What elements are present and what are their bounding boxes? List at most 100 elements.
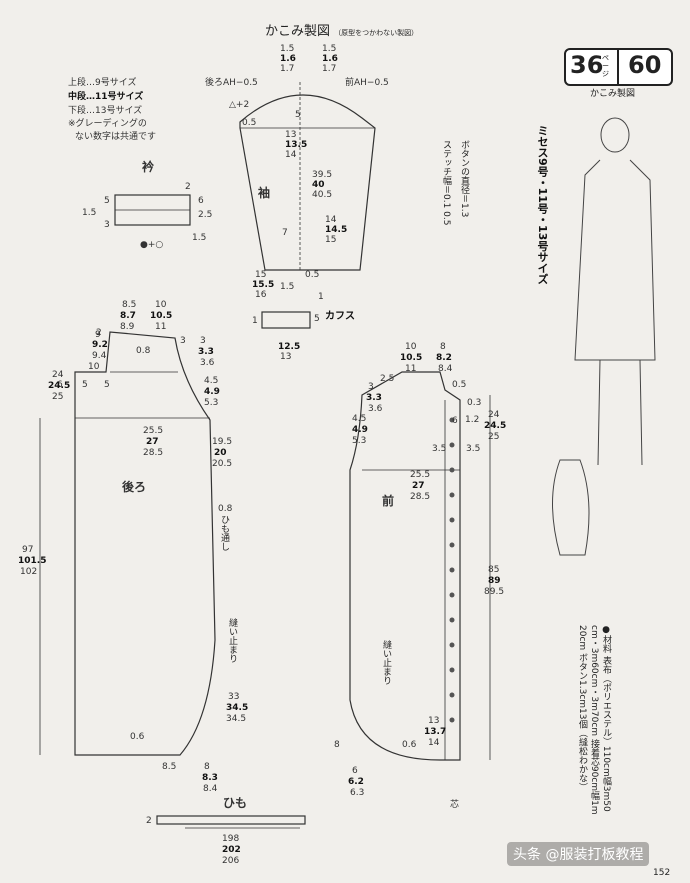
sleeve-delta: △+2 — [229, 100, 250, 110]
header-title: かこみ製図 （原型をつかわない製図） — [265, 24, 419, 39]
sleeve-misc-b: 5 — [295, 110, 301, 120]
front-hem-11: 6.2 — [348, 777, 364, 787]
front-yoke-9: 24 — [488, 410, 500, 420]
legend-2: 中段…11号サイズ — [68, 92, 144, 102]
front-hs1: 0.6 — [402, 740, 417, 750]
collar-l6: 1.5 — [192, 233, 207, 243]
front-bust-13: 28.5 — [410, 492, 431, 502]
front-s5: 1.2 — [465, 415, 480, 425]
back-len-11: 101.5 — [18, 556, 47, 566]
back-sh-w-11: 10.5 — [150, 311, 173, 321]
back-neck-w-11: 8.7 — [120, 311, 136, 321]
front-neck-w-11: 8.2 — [436, 353, 452, 363]
front-s4: 3.5 — [432, 444, 447, 454]
collar-l2: 5 — [104, 196, 110, 206]
front-slit-13: 14 — [428, 738, 440, 748]
sleeve-misc-d: 1.5 — [280, 282, 295, 292]
watermark: 头条 @服装打板教程 — [507, 842, 650, 866]
front-sh-w-11: 10.5 — [400, 353, 423, 363]
back-outline — [74, 331, 216, 756]
front-hs0: 8 — [334, 740, 340, 750]
back-sh-w-13: 11 — [155, 322, 167, 332]
badge-right: 60 — [628, 51, 662, 79]
sleeve-misc-a: 0.5 — [242, 118, 257, 128]
back-len-13: 102 — [20, 567, 38, 577]
sleeve-len-9: 39.5 — [312, 170, 333, 180]
front-outline — [349, 371, 461, 761]
front-s6: 6 — [452, 416, 458, 426]
sleeve-cap-h2-13: 1.7 — [322, 64, 337, 74]
sleeve-misc-e: 0.5 — [305, 270, 320, 280]
front-s2: 0.3 — [467, 398, 482, 408]
sleeve-cap-front: 前AH−0.5 — [345, 78, 389, 88]
back-hs1: 8.5 — [162, 762, 177, 772]
model-illustration — [552, 117, 656, 556]
front-s0: 2.5 — [380, 374, 395, 384]
tie-len-11: 202 — [222, 845, 241, 855]
back-sh-w-9: 10 — [155, 300, 167, 310]
back-waist-11: 20 — [214, 448, 227, 458]
front-yoke-13: 25 — [488, 432, 500, 442]
sleeve-misc-f: 1 — [318, 292, 324, 302]
cuff-name: カフス — [325, 311, 355, 322]
collar-l7: ●+○ — [140, 240, 164, 250]
front-arm-13: 5.3 — [352, 436, 367, 446]
back-hem-13: 8.4 — [203, 784, 218, 794]
sleeve-cap-h-13: 1.7 — [280, 64, 295, 74]
tie-name: ひも — [223, 796, 248, 810]
back-s0: 2 — [96, 328, 102, 338]
legend-1: 上段…9号サイズ — [68, 78, 137, 88]
tie-w: 2 — [146, 816, 152, 826]
sleeve-cap-back: 後ろAH−0.5 — [205, 78, 258, 88]
back-slit-13: 34.5 — [226, 714, 247, 724]
front-sh-d-13: 3.6 — [368, 404, 383, 414]
badge-sub: ページ — [602, 54, 609, 78]
legend-5: ない数字は共通です — [75, 132, 157, 142]
front-sh-w-13: 11 — [405, 364, 417, 374]
size-title: ミセス9号・11号・13号サイズ — [536, 125, 549, 285]
front-grain: 芯 — [450, 800, 460, 810]
collar-l4: 3 — [104, 220, 110, 230]
sleeve-cuff-9: 14 — [325, 215, 337, 225]
sleeve-top-13: 14 — [285, 150, 297, 160]
collar-l1: 6 — [198, 196, 204, 206]
materials-1: ●材料 表布（ポリエステル）110cm幅3m50 — [601, 625, 611, 812]
back-arm-13: 5.3 — [204, 398, 219, 408]
back-neck-d-13: 9.4 — [92, 351, 107, 361]
sleeve-len-11: 40 — [312, 180, 325, 190]
back-sh-d-9: 3 — [200, 336, 206, 346]
front-stop: 縫い止まり — [381, 640, 391, 685]
front-s1: 0.5 — [452, 380, 467, 390]
back-slit-9: 33 — [228, 692, 240, 702]
sleeve-hem-9: 15 — [255, 270, 267, 280]
back-s6: 5 — [104, 380, 110, 390]
sleeve-hem-13: 16 — [255, 290, 267, 300]
back-s5: 5 — [82, 380, 88, 390]
back-tie-label: ひも通し — [219, 515, 229, 551]
back-len-9: 97 — [22, 545, 34, 555]
back-neck-w-9: 8.5 — [122, 300, 137, 310]
cuff-l1: 5 — [314, 314, 320, 324]
front-sh-w-9: 10 — [405, 342, 417, 352]
cuff-outline — [261, 311, 311, 329]
back-yoke-11: 24.5 — [48, 381, 71, 391]
sleeve-outline — [239, 94, 376, 271]
materials-3: 20cm ボタン1.3cm13個（縫松わかな） — [577, 625, 587, 792]
back-neck-d-11: 9.2 — [92, 340, 108, 350]
cuff-l2: 12.5 — [278, 342, 301, 352]
sleeve-cuff-13: 15 — [325, 235, 337, 245]
back-waist-9: 19.5 — [212, 437, 233, 447]
back-yoke-9: 24 — [52, 370, 64, 380]
legend-3: 下段…13号サイズ — [68, 106, 143, 116]
back-bust-13: 28.5 — [143, 448, 164, 458]
front-sh-d-9: 3 — [368, 382, 374, 392]
sleeve-misc-c: 7 — [282, 228, 288, 238]
back-waist-13: 20.5 — [212, 459, 233, 469]
back-s1: 3 — [180, 336, 186, 346]
page-badge: 36 ページ 60 — [564, 48, 673, 86]
front-arm-9: 4.5 — [352, 414, 367, 424]
sleeve-cuff-11: 14.5 — [325, 225, 348, 235]
sleeve-top-9: 13 — [285, 130, 297, 140]
front-hem-13: 6.3 — [350, 788, 365, 798]
